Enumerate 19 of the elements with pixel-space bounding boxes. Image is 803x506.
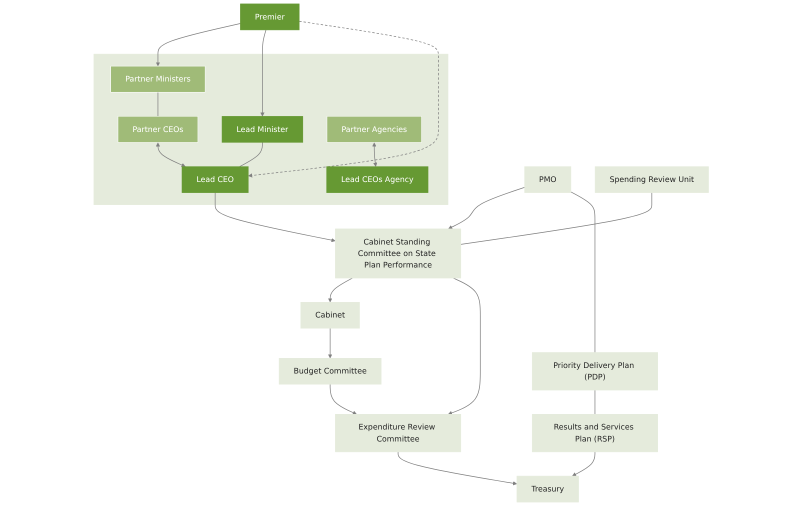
arrow <box>448 278 481 415</box>
connector <box>570 192 596 353</box>
arrow <box>328 328 333 358</box>
arrow <box>572 452 596 476</box>
connector <box>158 92 159 117</box>
arrow <box>215 192 336 242</box>
arrow <box>330 384 358 415</box>
arrow <box>156 142 186 167</box>
arrow <box>448 187 526 230</box>
arrow <box>372 142 378 167</box>
arrow <box>156 23 242 66</box>
arrow <box>398 452 518 486</box>
connector <box>594 390 596 415</box>
connector <box>240 142 264 167</box>
arrow <box>328 278 354 302</box>
arrow <box>248 20 440 178</box>
arrow <box>260 30 267 117</box>
connector <box>460 192 652 245</box>
cluster <box>94 54 449 205</box>
